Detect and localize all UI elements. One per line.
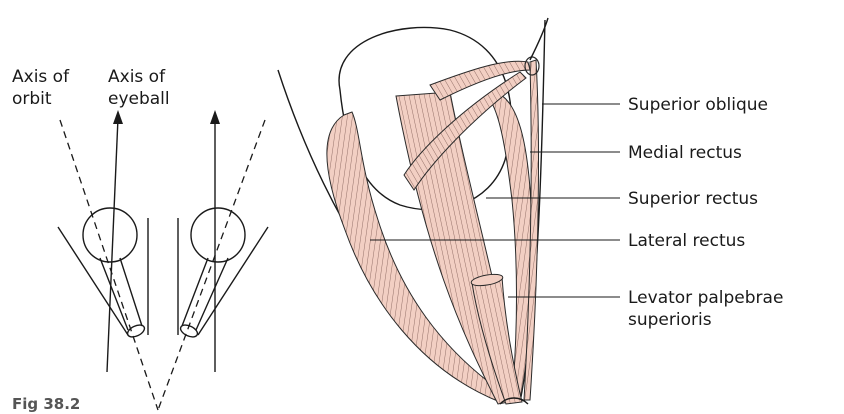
orbit-wall-right-lateral [198, 227, 268, 335]
axes-schematic: Axis of orbit Axis of eyeball [12, 67, 268, 410]
axis-of-orbit-label-2: orbit [12, 89, 52, 109]
arrowhead-left [113, 110, 123, 124]
orbit-axis-left [60, 120, 158, 410]
label-medial-rectus: Medial rectus [628, 143, 742, 163]
label-levator-line1: Levator palpebrae [628, 288, 783, 308]
axis-of-orbit-label-1: Axis of [12, 67, 70, 87]
axis-of-eyeball-label-2: eyeball [108, 89, 170, 109]
eyeball-right [191, 208, 245, 262]
label-superior-oblique: Superior oblique [628, 95, 768, 115]
optic-nerve-left [100, 258, 142, 330]
figure-number: Fig 38.2 [12, 395, 80, 413]
orbit-axis-right [158, 120, 265, 410]
eyeball-axis-left [107, 118, 118, 372]
eyeball-left [83, 208, 137, 262]
label-lateral-rectus: Lateral rectus [628, 231, 745, 251]
label-levator-line2: superioris [628, 310, 712, 330]
arrowhead-right [210, 110, 220, 124]
superior-oblique-origin [530, 18, 548, 60]
axis-of-eyeball-label-1: Axis of [108, 67, 166, 87]
orbit-wall-left-lateral [58, 227, 128, 335]
orbit-muscles [278, 18, 548, 404]
optic-nerve-right [182, 258, 228, 330]
label-superior-rectus: Superior rectus [628, 189, 758, 209]
